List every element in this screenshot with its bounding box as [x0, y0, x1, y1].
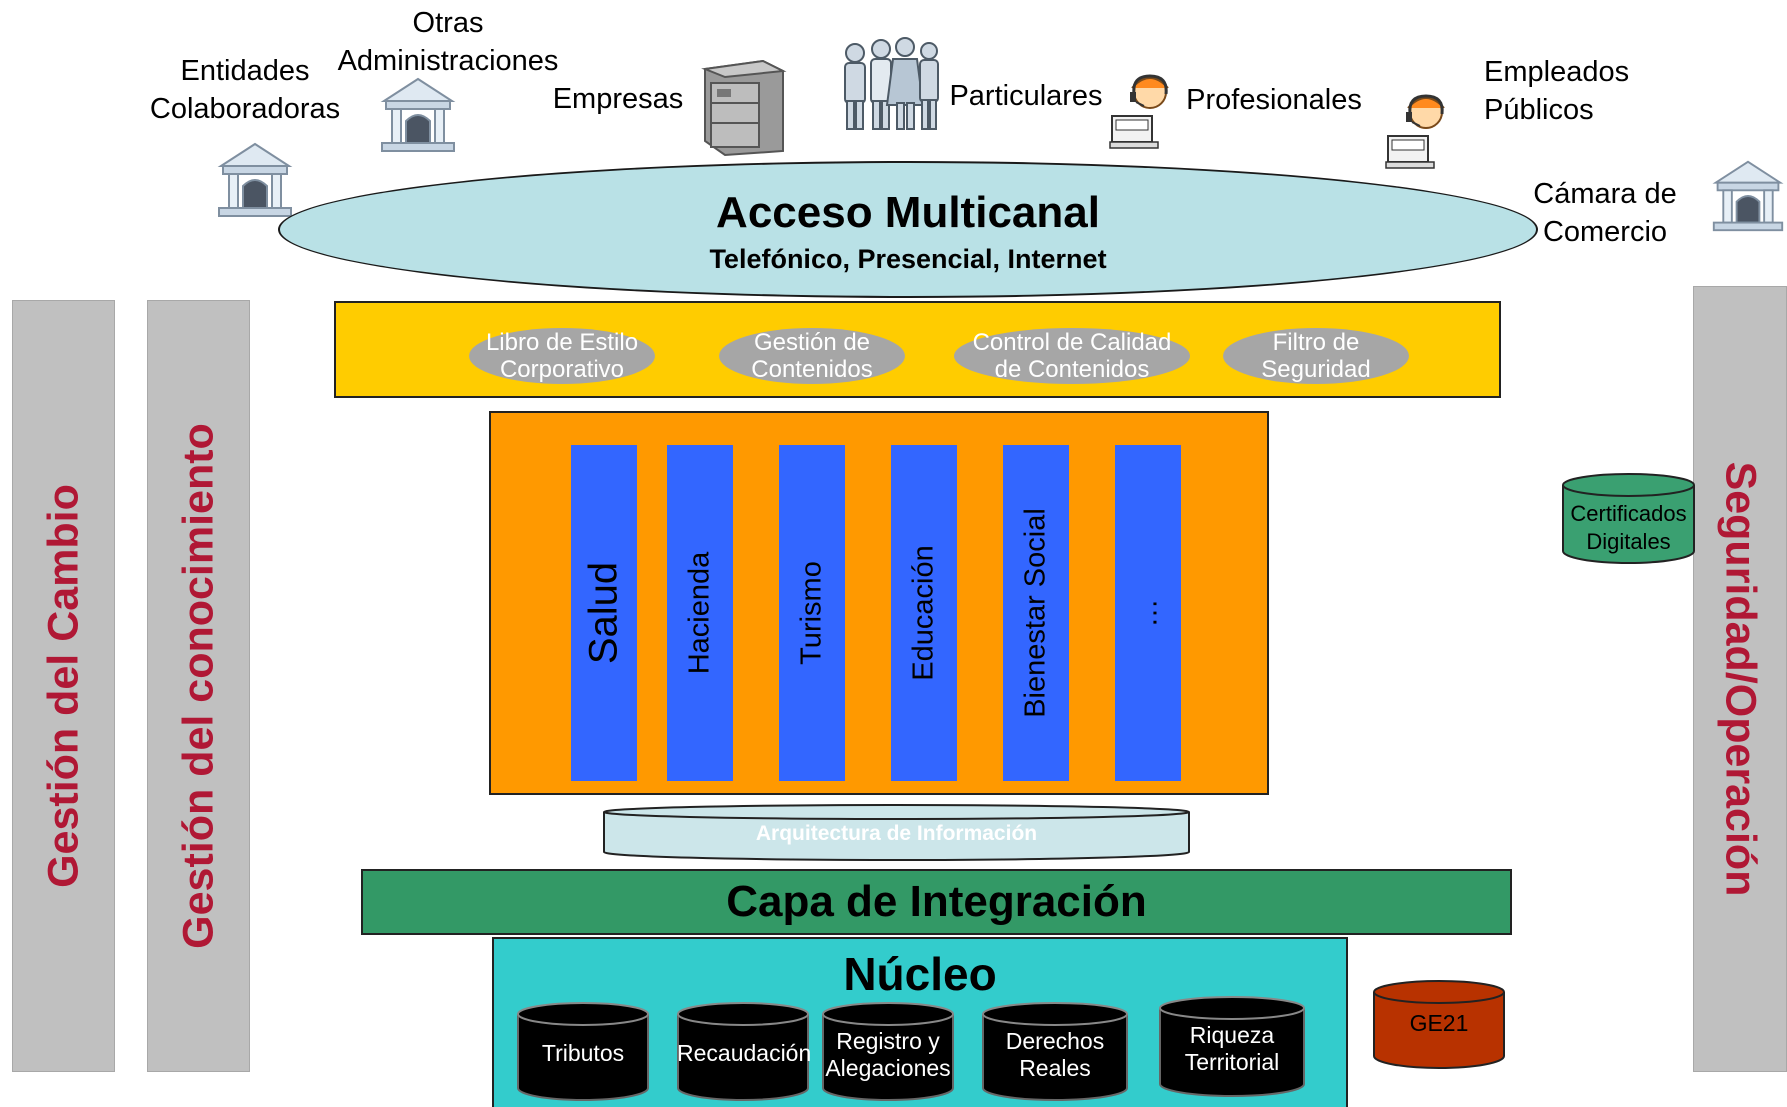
seguridad-operacion-bar: Seguridad/Operación [1693, 286, 1787, 1072]
vertical-label: Hacienda [683, 551, 716, 675]
camara-comercio-label: Cámara de Comercio [1533, 178, 1677, 248]
vertical-label: Salud [581, 561, 626, 665]
entidades-label: Entidades Colaboradoras [149, 55, 341, 125]
profesionales-label: Profesionales [1186, 84, 1362, 116]
vertical-label: … [1131, 598, 1164, 628]
nucleo-title: Núcleo [843, 948, 997, 1000]
store-derechos-reales: Derechos Reales [982, 1002, 1128, 1102]
store-label: Recaudación [677, 1040, 812, 1066]
store-riqueza-territorial: Riqueza Territorial [1159, 996, 1305, 1098]
service-filtro-seguridad: Filtro de Seguridad [1223, 328, 1409, 384]
service-libro-estilo: Libro de Estilo Corporativo [469, 328, 655, 384]
vertical-label: Bienestar Social [1019, 508, 1052, 718]
particulares-label: Particulares [949, 80, 1103, 112]
store-certificados-digitales: Certificados Digitales [1562, 473, 1695, 565]
building-icon [1712, 160, 1784, 232]
building-icon [217, 142, 293, 217]
gestion-conocimiento-label: Gestión del conocimiento [174, 423, 222, 949]
store-label: Tributos [541, 1040, 625, 1066]
vertical-more: … [1115, 445, 1181, 781]
store-label: Riqueza Territorial [1184, 1022, 1280, 1075]
store-label: Registro y Alegaciones [825, 1028, 951, 1081]
service-gestion-contenidos: Gestión de Contenidos [719, 328, 905, 384]
people-icon [844, 37, 939, 130]
services-layer: Libro de Estilo Corporativo Gestión de C… [334, 301, 1501, 398]
verticals-layer: Salud Hacienda Turismo Educación Bienest… [489, 411, 1269, 795]
store-recaudacion: Recaudación [677, 1002, 812, 1102]
otras-administraciones-label: Otras Administraciones [337, 7, 559, 77]
ge21-label: GE21 [1409, 1010, 1469, 1036]
acceso-title: Acceso Multicanal [716, 188, 1100, 237]
vertical-hacienda: Hacienda [667, 445, 733, 781]
vertical-educacion: Educación [891, 445, 957, 781]
gestion-cambio-bar: Gestión del Cambio [12, 300, 115, 1072]
vertical-label: Educación [907, 545, 940, 681]
server-icon [701, 59, 787, 157]
arquitectura-informacion: Arquitectura de Información [603, 804, 1190, 862]
vertical-label: Turismo [795, 561, 828, 665]
operator-icon [1109, 74, 1169, 149]
store-registro-alegaciones: Registro y Alegaciones [822, 1002, 954, 1102]
arquitectura-label: Arquitectura de Información [755, 822, 1038, 845]
building-icon [380, 77, 456, 152]
acceso-subtitle: Telefónico, Presencial, Internet [709, 244, 1107, 274]
store-label: Derechos Reales [1005, 1028, 1105, 1081]
store-ge21: GE21 [1373, 980, 1505, 1070]
gestion-conocimiento-bar: Gestión del conocimiento [147, 300, 250, 1072]
vertical-bienestar-social: Bienestar Social [1003, 445, 1069, 781]
certificados-label: Certificados Digitales [1570, 501, 1687, 554]
vertical-salud: Salud [571, 445, 637, 781]
store-tributos: Tributos [517, 1002, 649, 1102]
acceso-multicanal: Acceso Multicanal Telefónico, Presencial… [278, 161, 1538, 298]
vertical-turismo: Turismo [779, 445, 845, 781]
empleados-publicos-label: Empleados Públicos [1484, 56, 1630, 126]
service-control-calidad: Control de Calidad de Contenidos [954, 328, 1190, 384]
empresas-label: Empresas [552, 83, 684, 115]
gestion-cambio-label: Gestión del Cambio [39, 484, 87, 888]
seguridad-operacion-label: Seguridad/Operación [1716, 461, 1765, 897]
operator-icon [1385, 94, 1445, 169]
capa-integracion: Capa de Integración [361, 869, 1512, 935]
